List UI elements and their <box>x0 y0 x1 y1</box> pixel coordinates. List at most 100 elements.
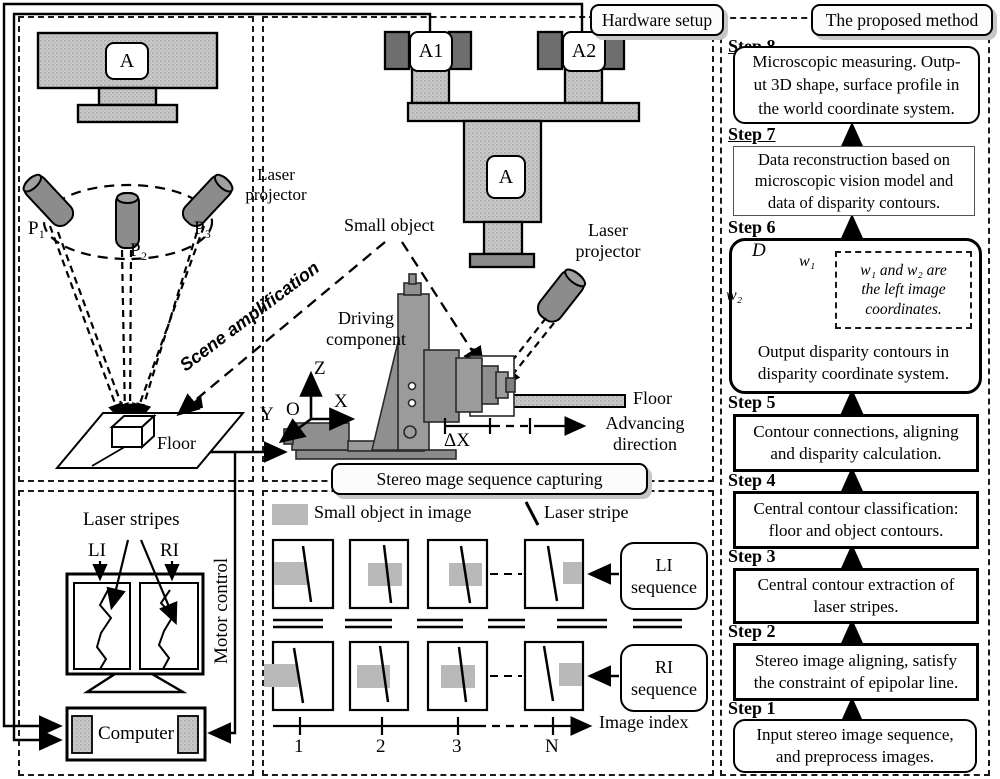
step-5-box: Contour connections, aligning and dispar… <box>733 414 979 472</box>
ri-sequence-frames <box>264 640 619 712</box>
monitor-icon <box>65 572 205 694</box>
world-axes-icon <box>278 370 356 444</box>
image-index-label: Image index <box>599 712 689 732</box>
step-6-note-line: coordinates. <box>865 300 942 318</box>
li-sequence-text: LI sequence <box>631 555 697 597</box>
axis-w1-label: w₁ <box>799 253 816 270</box>
laser-projector-left-label: Laser projector <box>245 165 307 204</box>
step-2-label: Step 2 <box>728 621 776 641</box>
delta-x-label: ΔX <box>444 430 470 451</box>
projector-ring <box>42 183 214 261</box>
advancing-direction-label: Advancing direction <box>605 413 685 454</box>
step-6-caption-line: Output disparity contours in <box>757 342 950 361</box>
camera-a1-text: A1 <box>418 40 444 62</box>
image-index-axis <box>273 716 593 736</box>
camera-a-mid-label: A <box>486 155 526 199</box>
camera-a-text: A <box>119 49 135 72</box>
tick-n: N <box>545 736 559 757</box>
motor-control-wire <box>207 441 288 744</box>
p1-label: P₁ <box>28 218 46 239</box>
camera-a-mid-text: A <box>498 165 514 188</box>
step-3-line: Central contour extraction of <box>757 574 955 594</box>
step-6-caption: Output disparity contours in disparity c… <box>737 341 970 385</box>
scene-amplification-arrow <box>176 241 485 416</box>
stereo-capturing-banner: Stereo mage sequence capturing <box>331 463 648 495</box>
axis-w2-label: w₂ <box>726 287 743 304</box>
step-1-line: and preprocess images. <box>775 747 935 766</box>
li-sequence-box: LI sequence <box>620 542 708 610</box>
camera-a2-text: A2 <box>571 40 597 62</box>
step-4-line: floor and object contours. <box>768 521 944 540</box>
floor-and-object <box>54 412 246 469</box>
step-3-line: laser stripes. <box>813 597 899 616</box>
ri-label: RI <box>160 540 179 561</box>
step-3-box: Central contour extraction of laser stri… <box>733 568 979 624</box>
axis-d-label: D <box>752 240 766 261</box>
panel-amplified-scene <box>18 16 254 482</box>
floor-left-label: Floor <box>157 433 197 453</box>
step-4-label: Step 4 <box>728 470 776 490</box>
step-8-line: ut 3D shape, surface profile in <box>753 75 960 95</box>
li-label: LI <box>88 540 106 561</box>
row-separators <box>273 618 682 629</box>
p2-label: P₂ <box>130 240 148 261</box>
laser-projector-p3-icon <box>181 173 234 227</box>
laser-projector-p2-icon <box>115 192 140 249</box>
step-4-line: Central contour classification: <box>753 498 959 518</box>
laser-stripes-label: Laser stripes <box>83 509 180 530</box>
proposed-method-banner: The proposed method <box>811 4 993 36</box>
step-8-box: Microscopic measuring. Outp- ut 3D shape… <box>733 46 980 124</box>
camera-cables <box>2 2 584 751</box>
step-7-label: Step 7 <box>728 124 776 144</box>
legend-laser-stripe-label: Laser stripe <box>544 502 629 522</box>
panel-computer-console <box>18 490 254 776</box>
laser-projector-p1-icon <box>22 173 75 227</box>
step-4-box: Central contour classification: floor an… <box>733 491 979 549</box>
step-2-line: the constraint of epipolar line. <box>753 673 959 692</box>
step-8-line: the world coordinate system. <box>758 98 955 118</box>
proposed-method-title: The proposed method <box>825 9 979 30</box>
computer-icon <box>65 706 207 762</box>
driving-component-label: Driving component <box>326 308 406 349</box>
ri-sequence-text: RI sequence <box>631 657 697 699</box>
p3-label: P₃ <box>194 218 212 239</box>
step-3-label: Step 3 <box>728 546 776 566</box>
step-6-note: w₁ and w₂ are the left image coordinates… <box>835 251 972 329</box>
step-8-line: Microscopic measuring. Outp- <box>752 51 961 71</box>
step-2-box: Stereo image aligning, satisfy the const… <box>733 643 979 701</box>
computer-label: Computer <box>98 723 174 745</box>
step-6-caption-line: disparity coordinate system. <box>757 364 950 383</box>
step-6-note-line: the left image <box>861 281 946 299</box>
laser-stripes-pointers <box>92 539 180 626</box>
motor-control-label: Motor control <box>211 557 233 664</box>
step-1-label: Step 1 <box>728 698 776 718</box>
laser-projector-mid-label: Laser projector <box>575 220 641 261</box>
axis-z-label: Z <box>314 358 326 379</box>
step-6-label: Step 6 <box>728 217 776 237</box>
hardware-setup-title: Hardware setup <box>601 9 713 30</box>
step-7-line: data of disparity contours. <box>767 192 941 212</box>
step-7-line: Data reconstruction based on <box>758 149 950 169</box>
tick-1: 1 <box>294 736 304 757</box>
step-6-note-line: w₁ and w₂ are <box>860 261 947 279</box>
driving-component-icon <box>283 273 516 460</box>
stereo-capturing-title: Stereo mage sequence capturing <box>376 468 603 489</box>
li-sequence-frames <box>271 538 619 610</box>
step-7-line: microscopic vision model and <box>754 171 954 191</box>
step-5-line: and disparity calculation. <box>770 444 942 463</box>
tick-3: 3 <box>452 736 462 757</box>
hardware-setup-banner: Hardware setup <box>590 4 724 36</box>
advance-measure <box>443 416 587 436</box>
small-object-swatch <box>272 504 308 525</box>
camera-a1-label: A1 <box>409 31 453 72</box>
axis-o-label: O <box>286 399 300 420</box>
step-1-line: Input stereo image sequence, <box>756 724 954 744</box>
step-5-line: Contour connections, aligning <box>753 421 959 441</box>
floor-mid-label: Floor <box>633 388 673 408</box>
tick-2: 2 <box>376 736 386 757</box>
laser-projector-mid-icon <box>536 268 587 323</box>
laser-stripe-glyph <box>524 501 540 526</box>
step-2-line: Stereo image aligning, satisfy <box>754 650 958 670</box>
legend-small-object-label: Small object in image <box>314 502 472 522</box>
